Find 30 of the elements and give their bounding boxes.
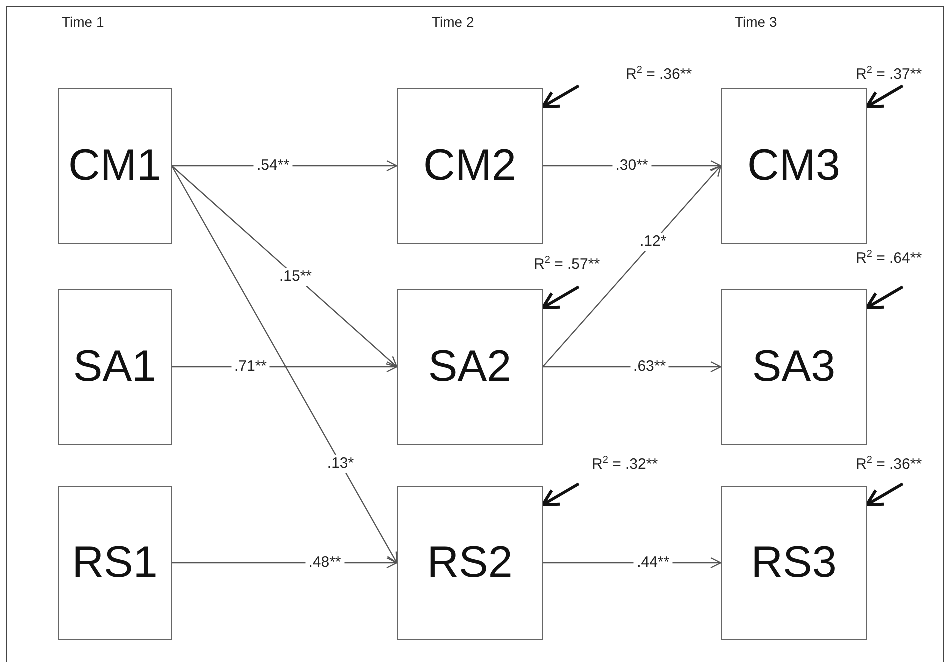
variable-box: [397, 486, 543, 640]
residual-arrow: [542, 84, 580, 108]
variable-label: RS3: [751, 538, 837, 588]
time-label: Time 1: [62, 14, 104, 30]
variable-box: [397, 88, 543, 244]
variable-box: [721, 486, 867, 640]
variable-label: SA2: [428, 342, 512, 392]
variable-label: CM2: [424, 141, 516, 191]
variable-box: [721, 88, 867, 244]
time-label: Time 2: [432, 14, 474, 30]
residual-arrow: [866, 482, 904, 506]
variable-box: [58, 88, 172, 244]
variable-box: [397, 289, 543, 445]
variable-label: CM3: [748, 141, 840, 191]
variable-label: SA1: [73, 342, 157, 392]
residual-arrow: [866, 286, 904, 310]
variable-label: RS2: [427, 538, 513, 588]
residual-arrow: [866, 84, 904, 108]
residual-arrow: [542, 286, 580, 310]
residual-arrow: [542, 482, 580, 506]
variable-label: RS1: [72, 538, 158, 588]
time-label: Time 3: [735, 14, 778, 30]
path-arrow: [172, 166, 398, 368]
path-arrow: [171, 166, 398, 564]
variable-label: CM1: [68, 141, 162, 191]
variable-box: [58, 289, 172, 445]
path-arrow: [542, 165, 722, 368]
variable-label: SA3: [752, 342, 836, 392]
variable-box: [58, 486, 172, 640]
variable-box: [721, 289, 867, 445]
